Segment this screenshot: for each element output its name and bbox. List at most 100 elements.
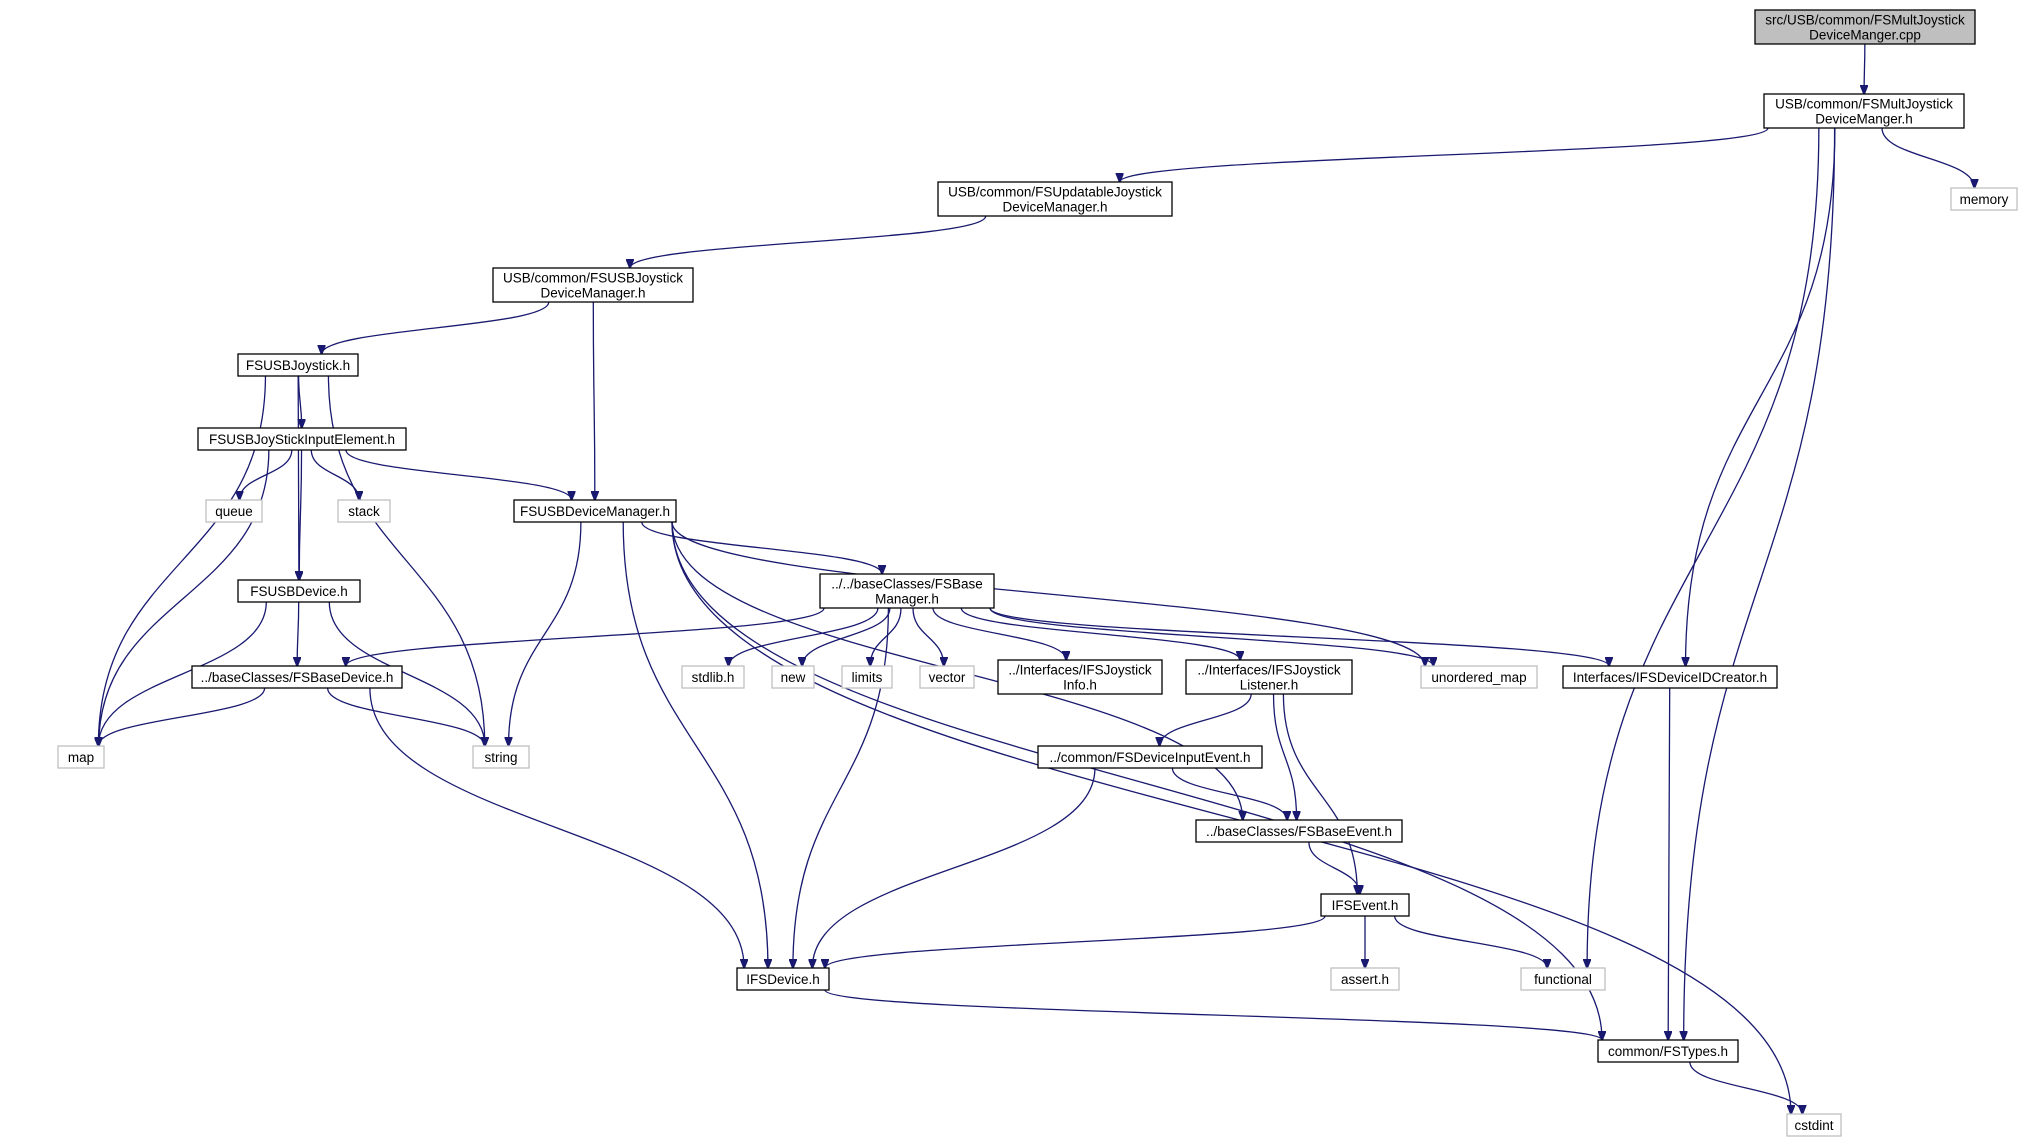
- node-joylistener-box: [1185, 659, 1353, 695]
- node-usbdev[interactable]: FSUSBDevice.h: [237, 579, 361, 603]
- node-multh-label-0: USB/common/FSMultJoystick: [1775, 97, 1953, 112]
- edge-inputelem-to-usbdev: [299, 449, 301, 580]
- node-baseevent[interactable]: ../baseClasses/FSBaseEvent.h: [1195, 819, 1403, 843]
- edge-devinput-to-baseevent: [1171, 767, 1287, 820]
- edge-usbdm-to-string: [509, 521, 582, 746]
- node-stack-label-0: stack: [348, 504, 380, 519]
- node-limits-label-0: limits: [852, 670, 883, 685]
- node-umap-box: [1420, 665, 1538, 689]
- edge-basemgr-to-new: [802, 607, 891, 666]
- node-usbdm-box: [513, 499, 677, 523]
- node-string-box: [472, 745, 530, 769]
- edge-multh-to-functional: [1587, 127, 1820, 968]
- edge-updatable-to-usbjdm: [630, 215, 987, 268]
- node-usbjoy[interactable]: FSUSBJoystick.h: [237, 353, 359, 377]
- node-inputelem-box: [197, 427, 407, 451]
- node-limits: limits: [841, 665, 893, 689]
- node-cstdint-box: [1786, 1113, 1842, 1137]
- edge-usbdm-to-fstypes: [671, 521, 1602, 1040]
- node-basedev-label-0: ../baseClasses/FSBaseDevice.h: [201, 670, 394, 685]
- node-root-box: [1754, 9, 1976, 45]
- edge-inputelem-to-stack: [310, 449, 359, 500]
- edge-joylistener-to-baseevent: [1272, 693, 1297, 820]
- node-queue-label-0: queue: [215, 504, 253, 519]
- node-joyinfo-box: [997, 659, 1163, 695]
- edge-ifsevent-to-functional: [1394, 915, 1547, 968]
- edge-inputelem-to-queue: [239, 449, 293, 500]
- edge-idcreator-to-fstypes: [1668, 687, 1670, 1040]
- node-usbjdm-label-1: DeviceManager.h: [540, 286, 645, 301]
- edge-basemgr-to-stdlib: [729, 607, 879, 666]
- edge-usbdm-to-ifsdevice: [622, 521, 768, 968]
- node-devinput[interactable]: ../common/FSDeviceInputEvent.h: [1037, 745, 1263, 769]
- edge-inputelem-to-usbdm: [345, 449, 572, 500]
- node-memory: memory: [1950, 187, 2018, 211]
- node-devinput-label-0: ../common/FSDeviceInputEvent.h: [1049, 750, 1250, 765]
- node-new: new: [771, 665, 815, 689]
- node-idcreator-box: [1562, 665, 1778, 689]
- node-baseevent-label-0: ../baseClasses/FSBaseEvent.h: [1206, 824, 1392, 839]
- node-assert: assert.h: [1330, 967, 1400, 991]
- node-basemgr-label-1: Manager.h: [875, 592, 939, 607]
- node-stack-box: [337, 499, 391, 523]
- node-baseevent-box: [1195, 819, 1403, 843]
- node-functional-label-0: functional: [1534, 972, 1592, 987]
- edge-basemgr-to-joylistener: [960, 607, 1240, 660]
- node-ifsdevice-box: [736, 967, 830, 991]
- node-map: map: [57, 745, 105, 769]
- edge-basedev-to-string: [326, 687, 485, 746]
- node-inputelem[interactable]: FSUSBJoyStickInputElement.h: [197, 427, 407, 451]
- node-idcreator[interactable]: Interfaces/IFSDeviceIDCreator.h: [1562, 665, 1778, 689]
- edge-usbdev-to-string: [328, 601, 485, 746]
- node-updatable[interactable]: USB/common/FSUpdatableJoystickDeviceMana…: [937, 181, 1173, 217]
- node-fstypes-label-0: common/FSTypes.h: [1608, 1044, 1728, 1059]
- node-inputelem-label-0: FSUSBJoyStickInputElement.h: [209, 432, 395, 447]
- node-root-label-0: src/USB/common/FSMultJoystick: [1765, 13, 1965, 28]
- node-new-label-0: new: [781, 670, 806, 685]
- node-assert-label-0: assert.h: [1341, 972, 1389, 987]
- node-root-label-1: DeviceManger.cpp: [1809, 28, 1921, 43]
- edge-usbdm-to-umap: [671, 521, 1425, 666]
- node-multh-box: [1763, 93, 1965, 129]
- node-root[interactable]: src/USB/common/FSMultJoystickDeviceMange…: [1754, 9, 1976, 45]
- edge-root-to-multh: [1864, 43, 1865, 94]
- edge-basemgr-to-idcreator: [989, 607, 1609, 666]
- edge-usbdev-to-map: [98, 601, 267, 746]
- node-usbjdm-box: [492, 267, 694, 303]
- node-queue: queue: [205, 499, 263, 523]
- node-functional-box: [1520, 967, 1606, 991]
- edge-joylistener-to-ifsevent: [1282, 693, 1357, 894]
- node-ifsdevice[interactable]: IFSDevice.h: [736, 967, 830, 991]
- edge-usbjdm-to-usbjoy: [322, 301, 550, 354]
- node-usbdev-box: [237, 579, 361, 603]
- node-umap: unordered_map: [1420, 665, 1538, 689]
- node-vector-label-0: vector: [929, 670, 966, 685]
- node-joylistener-label-0: ../Interfaces/IFSJoystick: [1197, 663, 1341, 678]
- edge-usbjdm-to-usbdm: [593, 301, 595, 500]
- node-ifsevent-box: [1320, 893, 1410, 917]
- node-assert-box: [1330, 967, 1400, 991]
- edge-baseevent-to-ifsevent: [1308, 841, 1360, 894]
- node-usbdm[interactable]: FSUSBDeviceManager.h: [513, 499, 677, 523]
- node-devinput-box: [1037, 745, 1263, 769]
- node-fstypes-box: [1597, 1039, 1739, 1063]
- edge-ifsdevice-to-fstypes: [824, 989, 1602, 1040]
- node-string: string: [472, 745, 530, 769]
- edge-usbdm-to-cstdint: [671, 521, 1791, 1114]
- edge-basemgr-to-umap: [989, 607, 1433, 666]
- node-basedev[interactable]: ../baseClasses/FSBaseDevice.h: [191, 665, 403, 689]
- node-memory-box: [1950, 187, 2018, 211]
- node-usbjoy-label-0: FSUSBJoystick.h: [246, 358, 350, 373]
- node-ifsevent[interactable]: IFSEvent.h: [1320, 893, 1410, 917]
- edge-joylistener-to-devinput: [1160, 693, 1252, 746]
- node-usbjdm-label-0: USB/common/FSUSBJoystick: [503, 271, 683, 286]
- node-cstdint-label-0: cstdint: [1794, 1118, 1833, 1133]
- node-fstypes[interactable]: common/FSTypes.h: [1597, 1039, 1739, 1063]
- node-idcreator-label-0: Interfaces/IFSDeviceIDCreator.h: [1573, 670, 1767, 685]
- node-usbjoy-box: [237, 353, 359, 377]
